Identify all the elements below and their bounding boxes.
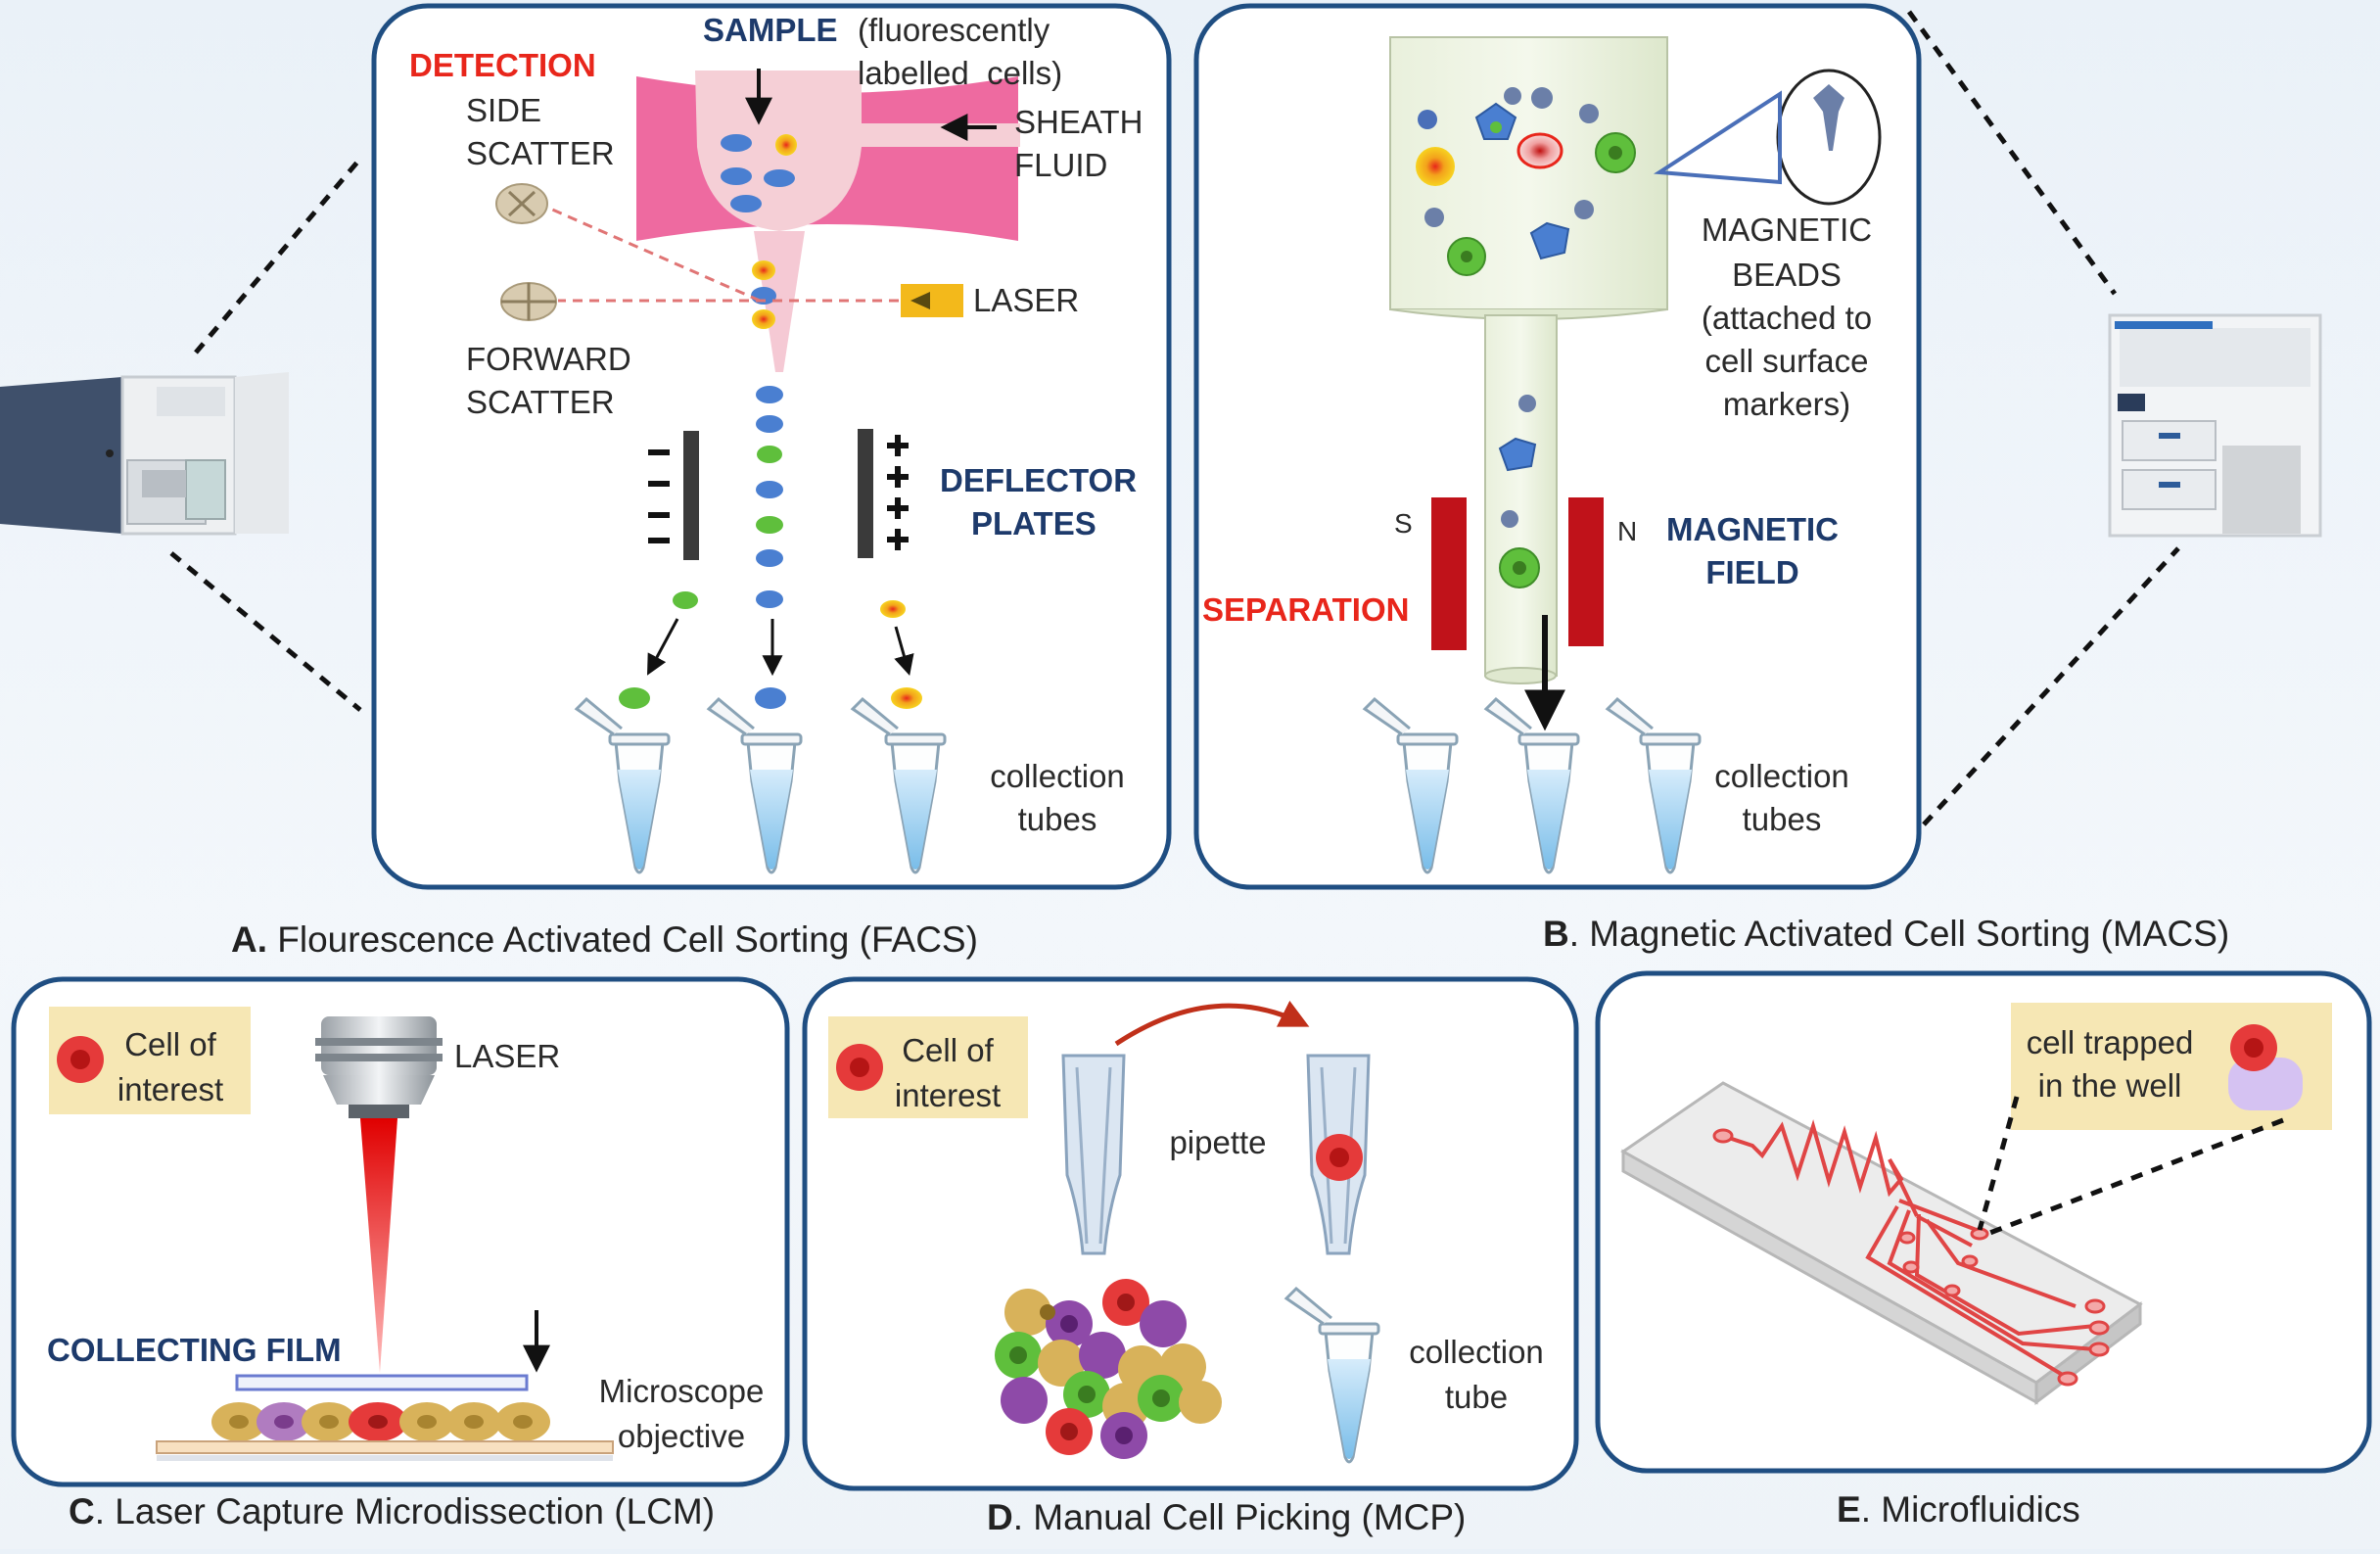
mcp-collection-label-2: tube xyxy=(1445,1379,1508,1415)
negative-plate xyxy=(683,431,699,560)
forward-scatter-label-1: FORWARD xyxy=(466,341,631,377)
wells xyxy=(1712,1128,2110,1387)
lcm-caption: C. Laser Capture Microdissection (LCM) xyxy=(69,1491,715,1531)
objective-label-2: objective xyxy=(618,1418,745,1454)
laser-beam-c xyxy=(360,1118,397,1373)
mcp-legend-1: Cell of xyxy=(902,1032,994,1068)
slide-base xyxy=(157,1455,613,1461)
cell-cluster xyxy=(995,1279,1222,1459)
lcm-legend-1: Cell of xyxy=(124,1026,216,1062)
mcp-legend-2: interest xyxy=(895,1077,1001,1113)
beads-label-3: (attached to xyxy=(1702,300,1872,336)
deflector-label-2: PLATES xyxy=(971,505,1097,542)
sample-note-2: labelled cells) xyxy=(858,55,1062,91)
beads-label-2: BEADS xyxy=(1732,257,1842,293)
macs-caption: B. Magnetic Activated Cell Sorting (MACS… xyxy=(1543,914,2229,954)
lcm-legend-2: interest xyxy=(117,1071,223,1107)
microfluidics-legend-1: cell trapped xyxy=(2027,1024,2194,1060)
laser-label: LASER xyxy=(973,282,1079,318)
separation-label: SEPARATION xyxy=(1202,591,1409,628)
laser-source xyxy=(901,284,963,317)
macs-connector-top xyxy=(1906,10,2118,296)
collected-green-cell xyxy=(619,687,650,709)
facs-instrument xyxy=(0,372,289,536)
field-label-2: FIELD xyxy=(1705,554,1798,590)
panel-mcp: Cell of interest xyxy=(802,976,1579,1537)
beads-label-5: markers) xyxy=(1723,386,1850,422)
labelled-cells xyxy=(1416,87,1636,589)
callout-line-right xyxy=(1986,1117,2284,1237)
forward-scatter-label-2: SCATTER xyxy=(466,384,615,420)
positive-plate xyxy=(858,429,873,558)
panel-lcm: Cell of interest LASER COLLECTING FILM M… xyxy=(11,976,790,1531)
mcp-collection-label-1: collection xyxy=(1409,1334,1544,1370)
arrow-right xyxy=(894,626,914,677)
side-scatter-detector-icon xyxy=(495,183,548,224)
microscope-objective-icon xyxy=(315,1016,443,1118)
droplet-stream xyxy=(756,386,783,608)
deflector-label-1: DEFLECTOR xyxy=(940,462,1137,498)
side-scatter-label-2: SCATTER xyxy=(466,135,615,171)
sample-label: SAMPLE xyxy=(703,12,838,48)
slide xyxy=(156,1440,614,1454)
detection-label: DETECTION xyxy=(409,47,596,83)
facs-collection-label-2: tubes xyxy=(1018,801,1097,837)
side-scatter-beam xyxy=(542,204,761,303)
beads-label-1: MAGNETIC xyxy=(1702,212,1872,248)
macs-collection-label-1: collection xyxy=(1714,758,1849,794)
facs-caption: A. Flourescence Activated Cell Sorting (… xyxy=(231,919,978,960)
pole-n-label: N xyxy=(1617,516,1637,546)
mcp-caption: D. Manual Cell Picking (MCP) xyxy=(987,1497,1466,1537)
pipette-left-lines xyxy=(1075,1066,1112,1245)
transfer-arrow xyxy=(1114,1000,1310,1047)
facs-connector-bottom xyxy=(169,551,362,712)
magnet-south xyxy=(1431,497,1467,650)
macs-collection-label-2: tubes xyxy=(1743,801,1822,837)
magnify-lines xyxy=(1653,90,1782,185)
objective-label-1: Microscope xyxy=(599,1373,765,1409)
side-scatter-label-1: SIDE xyxy=(466,92,541,128)
well-icon xyxy=(2228,1058,2303,1110)
collected-blue-cell xyxy=(755,687,786,709)
lcm-laser-label: LASER xyxy=(454,1038,560,1074)
forward-scatter-detector-icon xyxy=(500,282,557,321)
sorted-yellow-cell xyxy=(880,600,906,618)
sample-cells xyxy=(721,134,797,329)
collected-yellow-cell xyxy=(891,687,922,709)
field-label-1: MAGNETIC xyxy=(1666,511,1839,547)
plus-signs xyxy=(887,435,909,550)
panel-macs: MAGNETIC BEADS (attached to cell surface… xyxy=(1193,3,2229,954)
magnet-north xyxy=(1568,497,1604,646)
cell-of-interest-nucleus xyxy=(70,1050,90,1069)
macs-connector-bottom xyxy=(1922,546,2180,826)
sample-note-1: (fluorescently xyxy=(858,12,1050,48)
facs-collection-label-1: collection xyxy=(990,758,1125,794)
arrow-left xyxy=(647,618,679,676)
microfluidics-caption: E. Microfluidics xyxy=(1837,1489,2080,1530)
pipette-label: pipette xyxy=(1169,1124,1266,1160)
picked-cell-nucleus xyxy=(1330,1148,1349,1167)
sheath-label-2: FLUID xyxy=(1014,147,1107,183)
facs-connector-top xyxy=(194,157,362,354)
tissue-cells xyxy=(211,1402,550,1441)
microfluidics-legend-2: in the well xyxy=(2038,1067,2182,1104)
pole-s-label: S xyxy=(1394,508,1413,539)
collecting-film-label: COLLECTING FILM xyxy=(47,1332,342,1368)
laser-emitter-icon xyxy=(910,292,930,309)
sorted-green-cell xyxy=(673,591,698,609)
minus-signs xyxy=(648,449,670,543)
panel-microfluidics: cell trapped in the well E. Microfluidic… xyxy=(1595,970,2372,1530)
trapped-cell-nucleus xyxy=(2244,1038,2263,1058)
microchannels xyxy=(1722,1119,2096,1379)
mcp-cell-nucleus xyxy=(850,1058,869,1077)
callout-line-left xyxy=(1977,1096,2020,1231)
beads-label-4: cell surface xyxy=(1705,343,1869,379)
panel-facs: DETECTION SIDE SCATTER FORWARD SCATTER S… xyxy=(231,3,1172,960)
magnified-bead-icon xyxy=(1813,84,1844,151)
collecting-film xyxy=(235,1374,529,1391)
macs-instrument xyxy=(2108,313,2322,538)
sheath-label-1: SHEATH xyxy=(1014,104,1143,140)
